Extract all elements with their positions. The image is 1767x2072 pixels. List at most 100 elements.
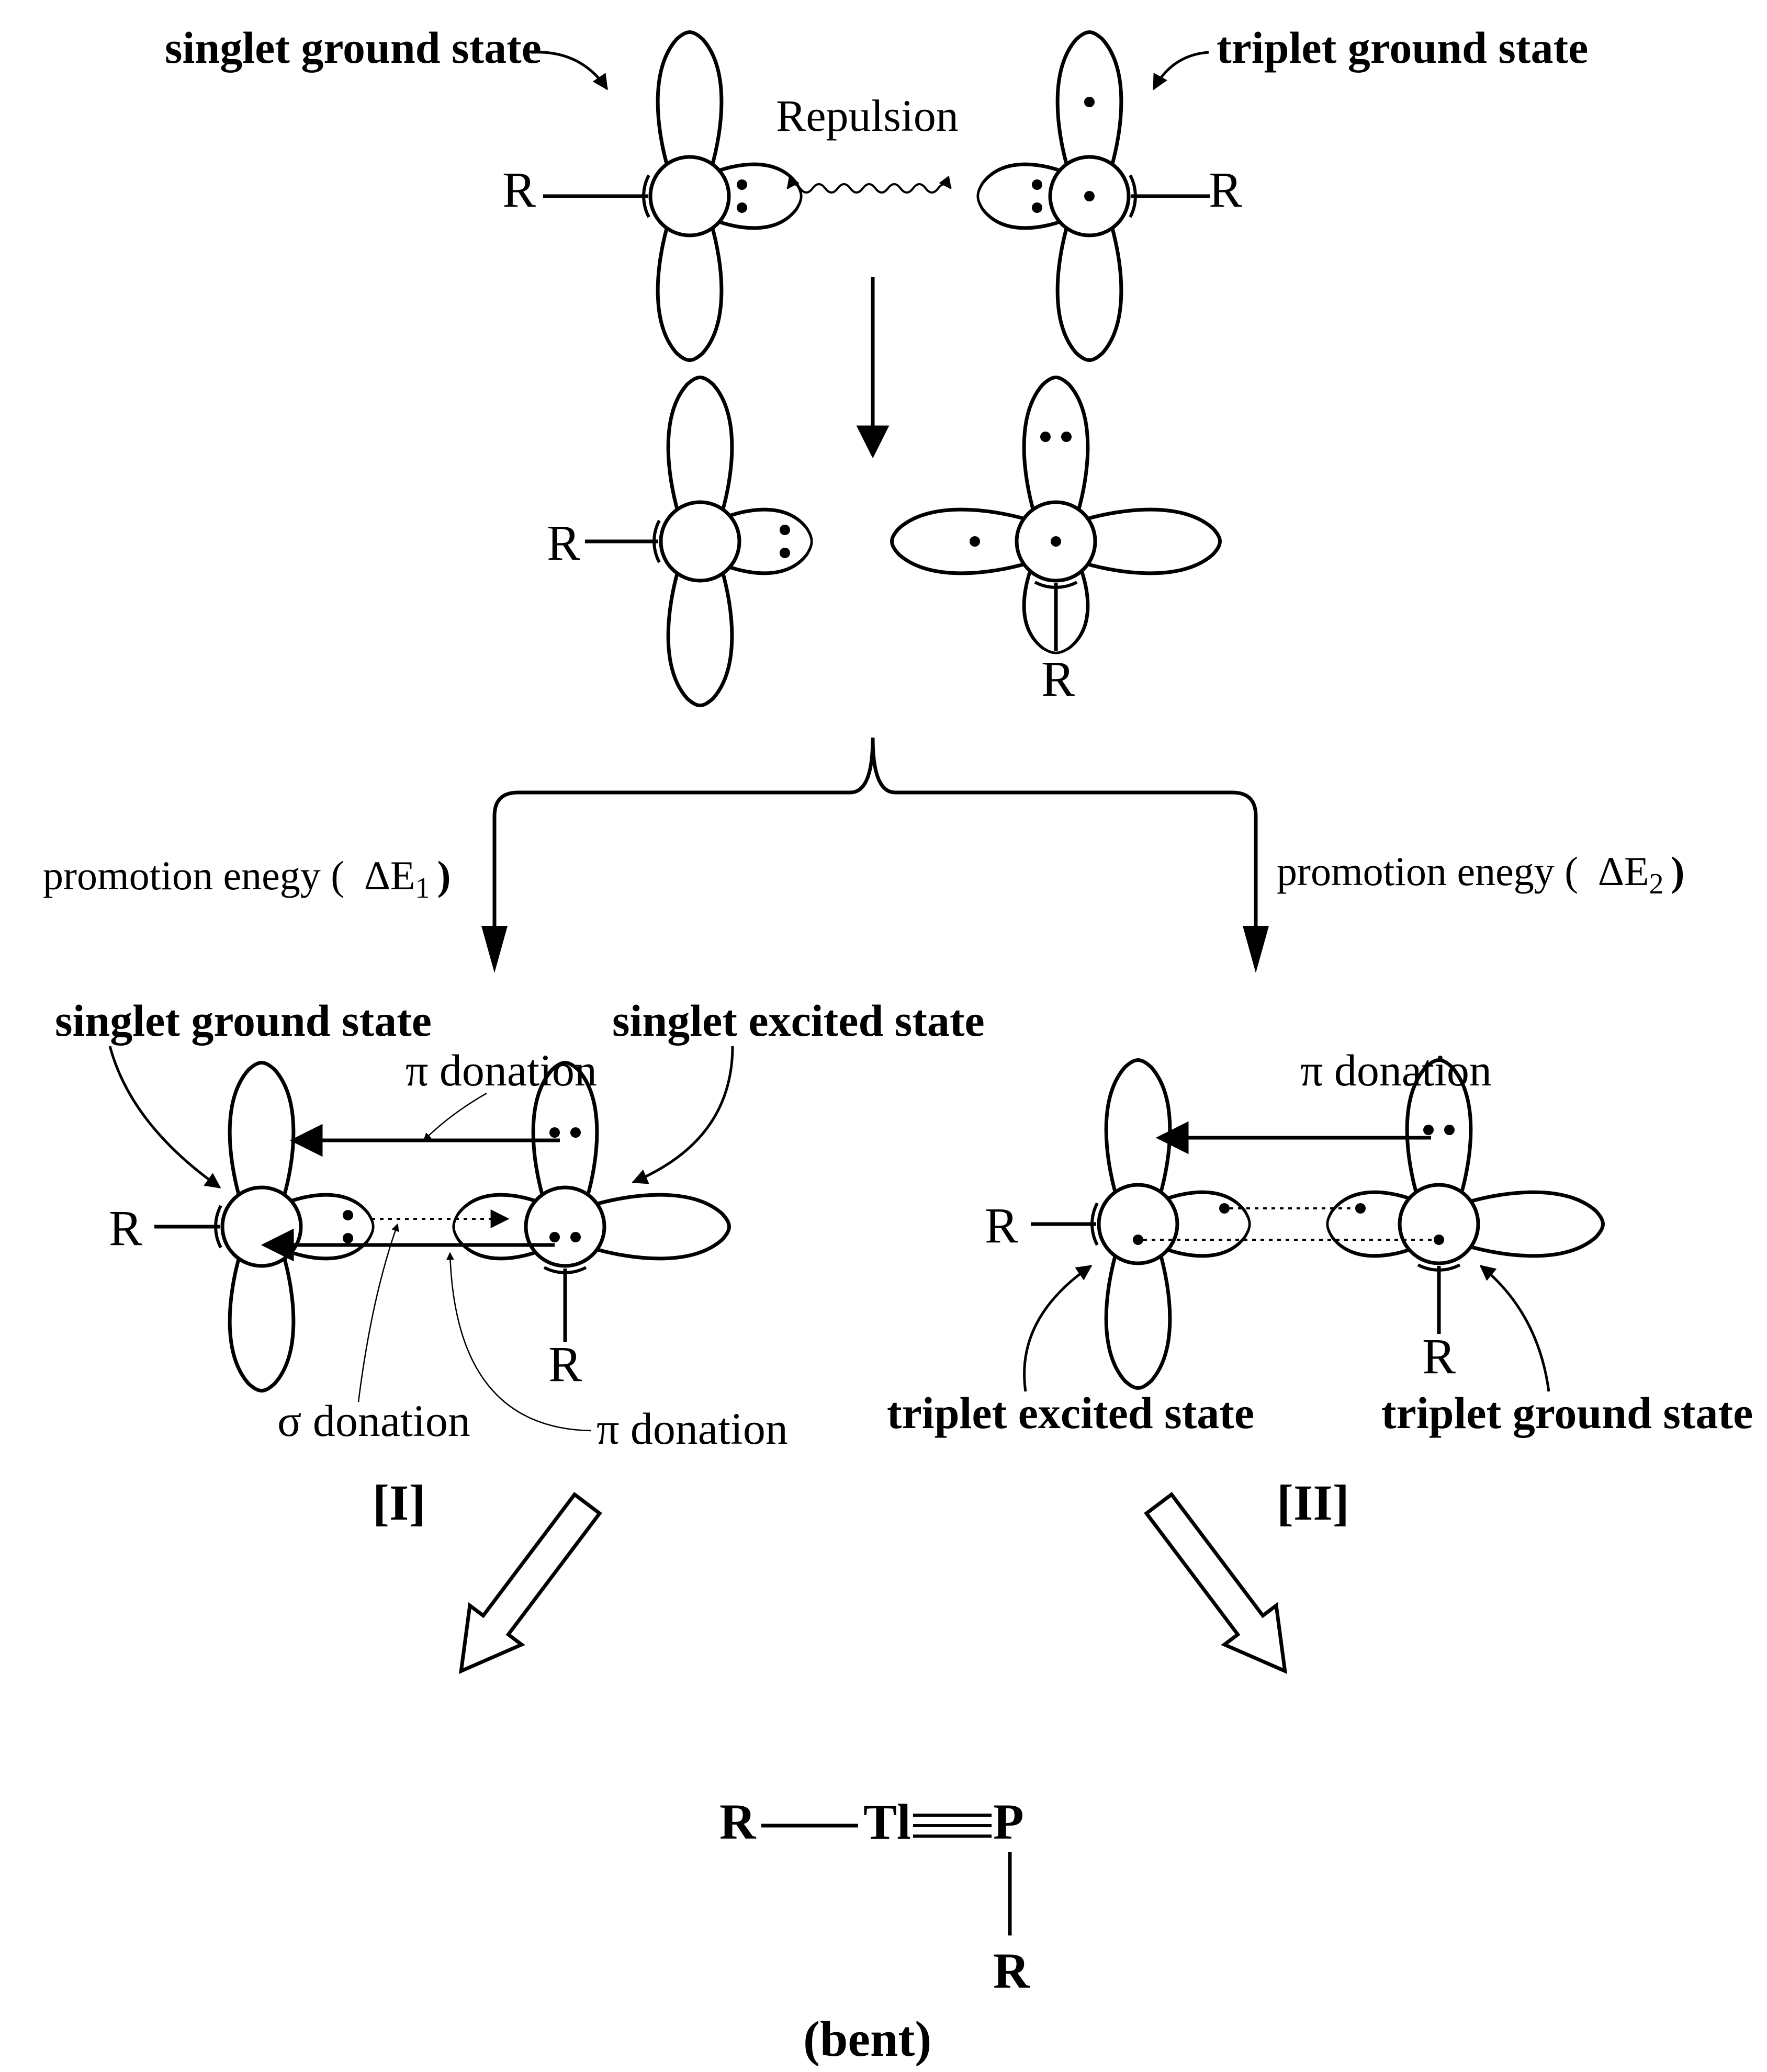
branch-arrowhead-right [1243,926,1269,973]
electron-dot [549,1232,560,1242]
pi-donation-top-label: π donation [406,1045,597,1095]
triplet-ground-state-label: triplet ground state [1381,1388,1753,1438]
sigma-leader [357,1223,399,1402]
p-lobe-up [668,378,732,513]
p-lobe-down [668,570,732,706]
electron-dot [343,1210,353,1220]
geometry-label: (bent) [803,2011,931,2067]
central-atom [1097,1183,1179,1265]
singlet-ground-state-label: singlet ground state [55,995,432,1046]
promotion-energy-right: promotion enegy ( ΔE2) [1277,848,1685,900]
central-atom [1398,1183,1480,1265]
pi-top-leader [423,1092,487,1141]
electron-dot [1084,97,1095,107]
top-singlet-group: R [502,32,801,360]
electron-dot [1032,202,1042,213]
central-atom [524,1185,606,1268]
r-label: R [1041,651,1075,707]
top-triplet-group: R [978,32,1242,360]
branch-arrowhead-left [481,926,508,973]
electron-dot [1061,432,1072,442]
p-lobe-right [594,1195,729,1259]
repulsion-wavy-arrow [786,175,952,194]
sigma-donation-label: σ donation [277,1396,470,1446]
pi-donation-bottom-label: π donation [596,1403,788,1454]
r-label: R [109,1200,142,1256]
r-label: R [1422,1328,1456,1384]
electron-dot [1355,1203,1366,1214]
electron-dot [1423,1125,1434,1135]
complex-I-left-orbital [154,1063,373,1391]
p-lobe-left [892,509,1028,573]
r-label: R [548,1336,582,1392]
electron-dot [1219,1203,1230,1214]
electron-dot [1040,432,1051,442]
electron-dot [343,1233,353,1243]
p-lobe-down [230,1255,294,1391]
singlet-orbital-top [543,32,801,360]
electron-dot [780,548,790,558]
p-lobe-up [1024,378,1088,513]
branch-brace [492,737,1258,936]
triplet-ground-state-label: triplet ground state [1217,22,1588,73]
r-substituent-1: R [719,1794,757,1850]
electron-dot [737,179,747,190]
singlet-ground-state-label: singlet ground state [165,22,542,73]
r-label: R [547,515,580,571]
singlet-excited-pointer [632,1046,734,1184]
p-lobe-right [1085,509,1220,573]
central-atom [220,1185,303,1268]
middle-singlet-orbital [585,378,812,706]
electron-dot [549,1127,560,1138]
electron-dot [1084,191,1095,201]
p-lobe-down [1106,1253,1170,1388]
r-label: R [985,1197,1018,1253]
product-structure: R Tl P R (bent) [719,1794,1030,2067]
complex-II-label: [II] [1277,1475,1349,1531]
electron-dot [570,1127,581,1138]
electron-dot [570,1232,581,1242]
p-lobe-up [230,1063,294,1198]
promotion-energy-left: promotion enegy ( ΔE1) [43,853,451,904]
tl-atom: Tl [863,1794,911,1850]
middle-triplet-orbital [892,378,1220,653]
r-label: R [502,162,536,218]
central-atom [648,155,731,237]
complex-I: R R singlet ground state singlet excited… [55,995,985,1531]
triplet-excited-state-label: triplet excited state [887,1388,1254,1438]
complex-II-right-orbital [1327,1060,1603,1334]
p-lobe-down [658,225,722,360]
pi-donation-label: π donation [1300,1045,1492,1095]
electron-dot [1032,179,1042,190]
p-atom: P [993,1794,1024,1850]
singlet-pointer-arrow [531,51,609,90]
p-lobe-down [1057,225,1121,360]
electron-dot [970,536,980,547]
p-lobe-up [1106,1060,1170,1196]
complex-I-label: [I] [373,1475,425,1531]
electron-dot [1133,1235,1143,1245]
pi-bottom-leader [446,1252,592,1432]
triplet-excited-pointer [1023,1264,1093,1392]
triplet-pointer-arrow [1152,51,1209,90]
electron-dot [1051,536,1061,547]
complex-II-left-orbital [1031,1060,1250,1388]
electron-dot [737,202,747,213]
electron-dot [780,525,790,535]
p-lobe-right [1468,1192,1603,1256]
repulsion-label: Repulsion [776,90,959,141]
r-label: R [1209,162,1242,218]
complex-II: R R π donation triplet excited state tri… [887,1045,1753,1531]
triplet-ground-pointer [1479,1265,1550,1392]
p-lobe-up [658,32,722,168]
hollow-arrow-left [458,1492,602,1674]
singlet-excited-state-label: singlet excited state [612,995,985,1046]
hollow-arrow-right [1144,1492,1288,1674]
singlet-ground-pointer [108,1046,221,1189]
triplet-orbital-top [978,32,1210,360]
complex-I-right-orbital [454,1063,729,1342]
central-atom [659,500,741,583]
r-substituent-2: R [993,1943,1030,1999]
electron-dot [1434,1235,1444,1245]
